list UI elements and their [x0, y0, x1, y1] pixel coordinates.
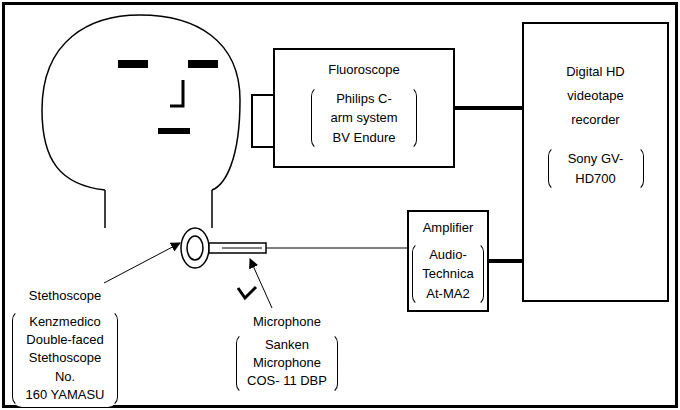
device-box: AmplifierAudio-Technica At-MA2 — [407, 210, 489, 312]
stethoscope-ring — [187, 236, 203, 260]
microphone-mark — [238, 287, 256, 298]
model-name: Audio-Technica At-MA2 — [412, 242, 484, 307]
neck-line — [104, 190, 106, 228]
leader-arrow — [104, 243, 180, 283]
microphone-tube — [209, 243, 266, 253]
mouth — [158, 128, 190, 134]
device-name: Amplifier — [423, 218, 474, 238]
model-name: Philips C-arm system BV Endure — [311, 86, 417, 151]
microphone-tube-inner — [222, 248, 262, 249]
model-label: Sanken Microphone COS- 11 DBP — [236, 333, 338, 394]
part-label: Stethoscope — [10, 287, 120, 305]
model-label: Kenzmedico Double-faced Stethoscope No. … — [12, 310, 118, 407]
device-name: Digital HD videotape recorder — [554, 60, 638, 132]
device-name: Fluoroscope — [328, 60, 400, 80]
eye — [118, 60, 148, 68]
leader-arrow — [250, 259, 272, 308]
eye — [188, 60, 218, 68]
c-arm-head — [252, 95, 274, 147]
signal-cable — [455, 106, 522, 110]
device-box: FluoroscopePhilips C-arm system BV Endur… — [273, 48, 455, 168]
model-name: Sony GV-HD700 — [548, 146, 644, 191]
neck-line — [211, 190, 213, 228]
stethoscope-chest-piece — [181, 228, 209, 268]
head-outline — [42, 15, 240, 190]
signal-cable — [489, 259, 522, 263]
part-label: Microphone — [232, 313, 342, 331]
nose — [170, 80, 183, 106]
microphone-wire — [266, 248, 408, 249]
device-box: Digital HD videotape recorderSony GV-HD7… — [522, 22, 669, 302]
